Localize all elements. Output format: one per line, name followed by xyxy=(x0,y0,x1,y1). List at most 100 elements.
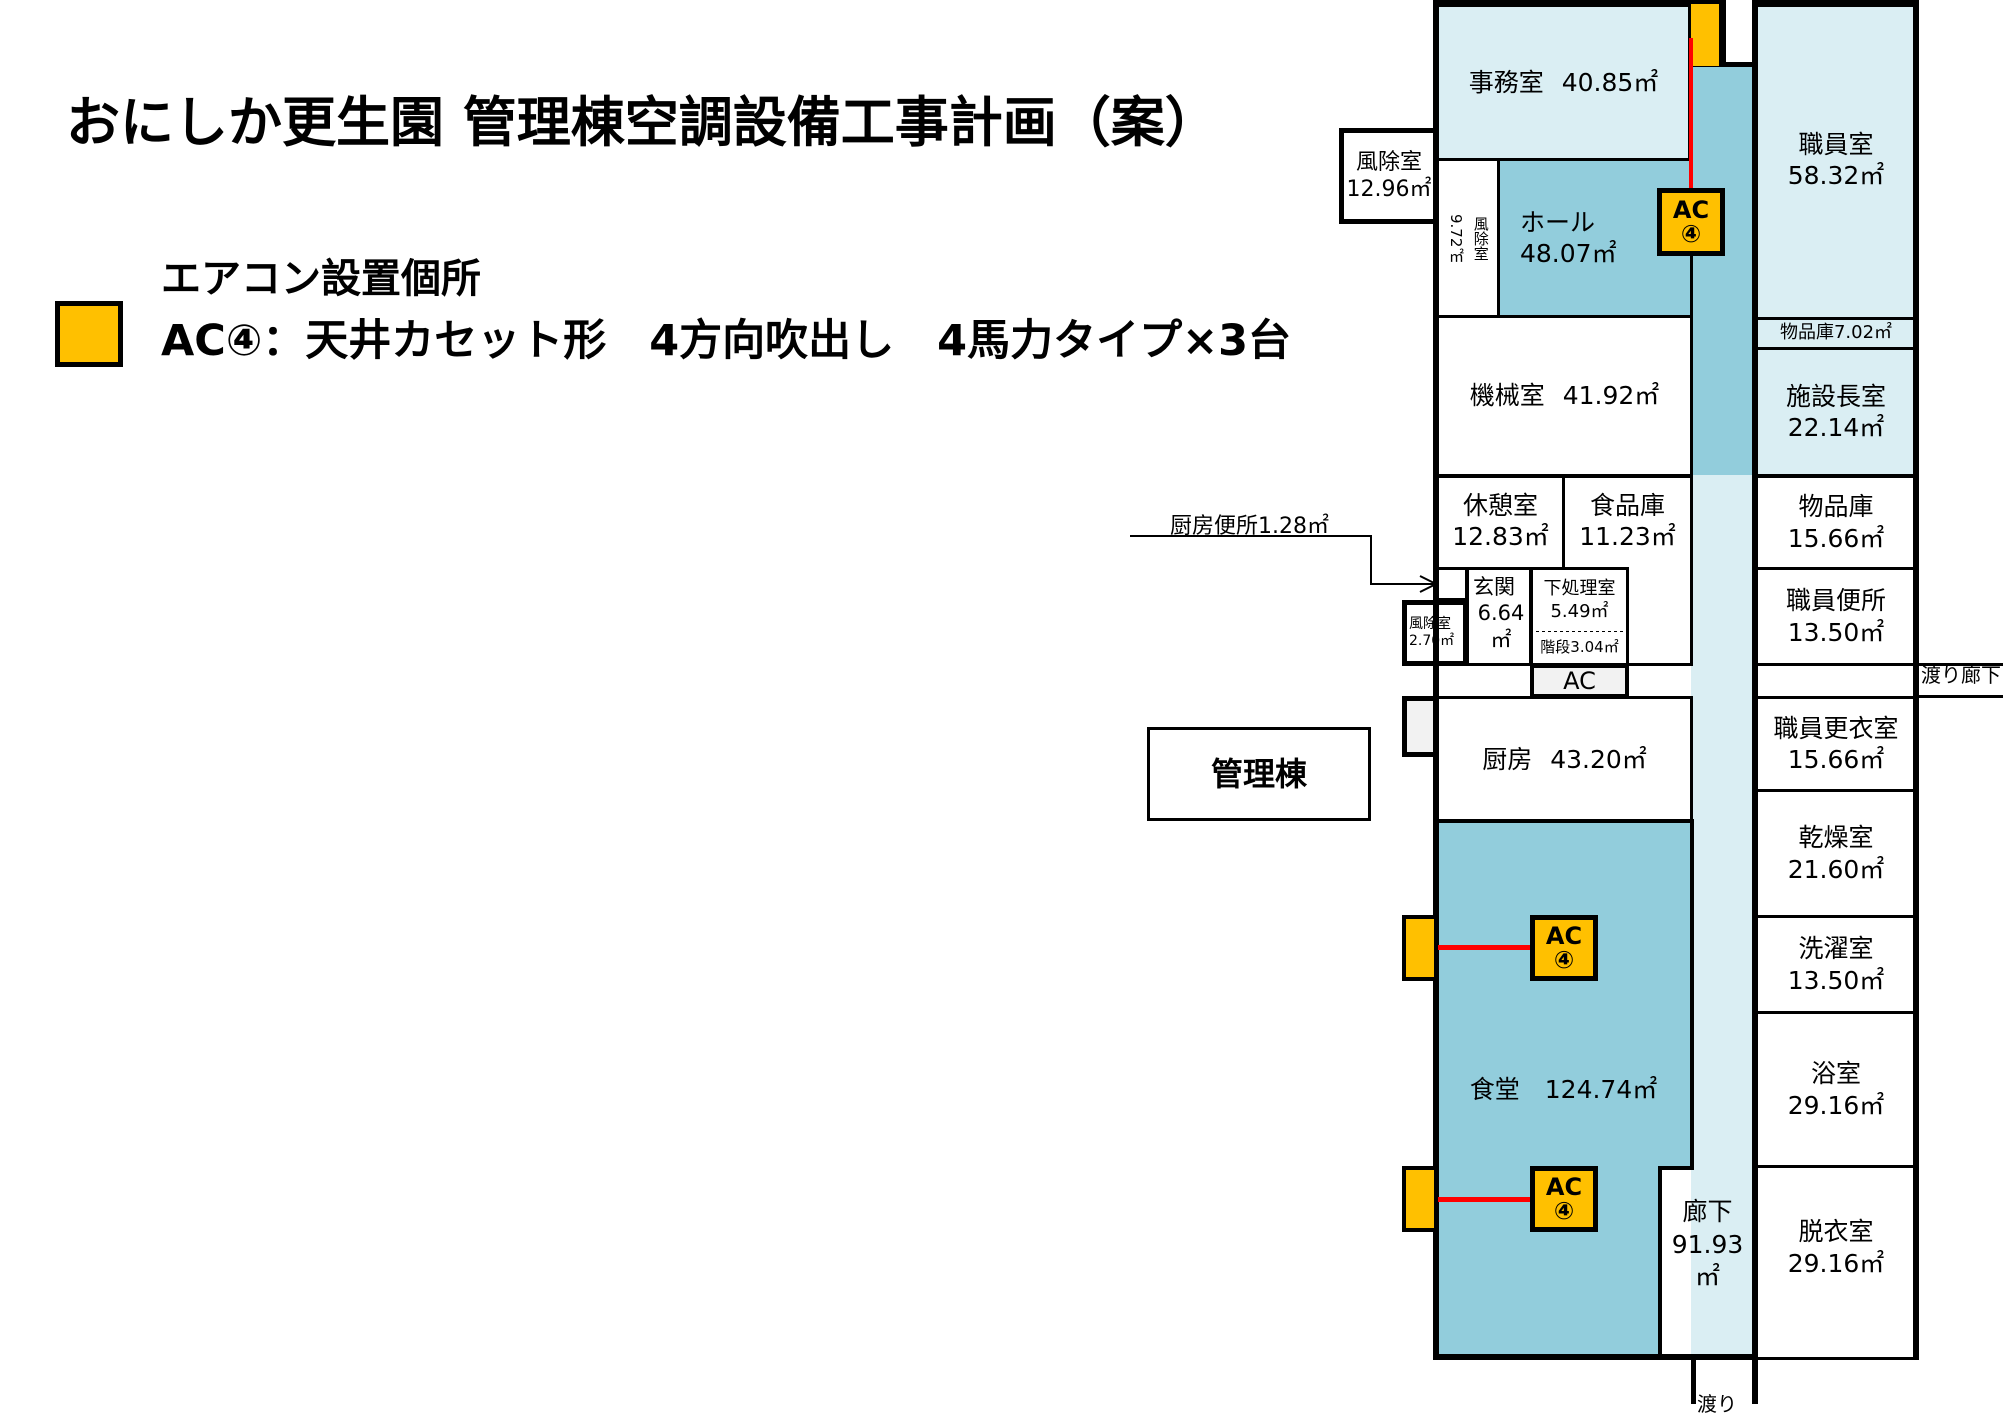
room-area: 40.85㎡ xyxy=(1561,67,1659,97)
corridor xyxy=(1691,475,1755,1357)
room-area: 29.16㎡ xyxy=(1787,1090,1885,1120)
building-label-text: 管理棟 xyxy=(1210,755,1307,793)
room-name: 下処理室 xyxy=(1543,578,1616,599)
outer-wall-top xyxy=(1433,0,1723,6)
room-name: 風除室 xyxy=(1471,215,1490,261)
room-area: 15.66㎡ xyxy=(1787,745,1885,774)
room-kaidan: 階段3.04㎡ xyxy=(1530,632,1629,666)
room-kikai: 機械室 41.92㎡ xyxy=(1436,315,1693,477)
room-label: 階段3.04㎡ xyxy=(1540,638,1619,657)
room-area: 124.74㎡ xyxy=(1544,1075,1658,1104)
wall-corridor-top xyxy=(1691,62,1755,67)
room-area: 43.20㎡ xyxy=(1550,744,1647,774)
ac-label-box: AC xyxy=(1530,664,1629,698)
room-area: 15.66㎡ xyxy=(1787,523,1885,553)
room-roka: 廊下 91.93㎡ xyxy=(1660,1196,1755,1294)
room-area: 6.64㎡ xyxy=(1477,601,1525,652)
room-area: 11.23㎡ xyxy=(1579,522,1676,552)
room-shokudo: 食堂 124.74㎡ xyxy=(1436,1070,1691,1106)
bridge-right: 渡り廊下 xyxy=(1916,663,2003,698)
outdoor-unit-2 xyxy=(1402,915,1438,981)
room-area: 21.60㎡ xyxy=(1787,854,1885,884)
room-name: 脱衣室 xyxy=(1798,1217,1874,1247)
outer-wall-right-top xyxy=(1752,0,1918,6)
outer-wall-right xyxy=(1913,0,1919,1360)
room-area: 2.70㎡ xyxy=(1409,633,1455,649)
exterior-box xyxy=(1402,696,1438,757)
room-chubo: 厨房 43.20㎡ xyxy=(1436,696,1693,823)
legend-item: AC④：天井カセット形 4方向吹出し 4馬力タイプ×3台 xyxy=(161,316,1292,366)
room-name: 玄関 xyxy=(1473,575,1515,599)
room-jimu: 事務室 40.85㎡ xyxy=(1436,4,1691,161)
refrigerant-pipe-2 xyxy=(1438,945,1532,950)
room-name: 機械室 xyxy=(1469,381,1545,411)
page-title: おにしか更生園 管理棟空調設備工事計画（案） xyxy=(66,91,1219,154)
room-area: 5.49㎡ xyxy=(1550,600,1609,622)
room-area: 13.50㎡ xyxy=(1787,965,1885,995)
room-name: 事務室 xyxy=(1468,67,1544,97)
room-name: 風除室 xyxy=(1355,149,1422,175)
ac-unit-label: AC xyxy=(1672,196,1710,224)
room-name: 浴室 xyxy=(1810,1059,1861,1089)
legend-heading: エアコン設置個所 xyxy=(161,256,481,302)
room-name: 食品庫 xyxy=(1589,491,1665,520)
room-name: 休憩室 xyxy=(1462,491,1538,520)
ac-unit-label: AC xyxy=(1545,922,1583,950)
ac-label: AC xyxy=(1563,667,1596,695)
callout-chubo-benjo: 厨房便所1.28㎡ xyxy=(1170,514,1329,539)
wall-corridor-left-top xyxy=(1720,0,1726,66)
room-area: 91.93㎡ xyxy=(1671,1229,1744,1292)
ac-unit-number: ④ xyxy=(1680,220,1702,248)
wall-bridge-left xyxy=(1691,1354,1696,1404)
room-area: 29.16㎡ xyxy=(1787,1248,1885,1278)
room-area: 41.92㎡ xyxy=(1562,381,1660,411)
refrigerant-pipe-1 xyxy=(1689,38,1693,190)
room-area: 12.83㎡ xyxy=(1452,522,1549,552)
room-name: 職員便所 xyxy=(1785,586,1886,616)
room-area: 22.14㎡ xyxy=(1787,413,1885,442)
ac-unit-number: ④ xyxy=(1553,1197,1575,1225)
outdoor-unit-3 xyxy=(1402,1166,1438,1232)
room-name: 洗濯室 xyxy=(1798,934,1874,964)
room-label: 物品庫7.02㎡ xyxy=(1779,322,1893,344)
callout-arrow-icon xyxy=(1130,535,1439,593)
room-area: 58.32㎡ xyxy=(1787,161,1885,191)
room-name: 風除室 xyxy=(1409,615,1451,632)
room-area: 9.72㎡ xyxy=(1447,213,1465,263)
bridge-label-bottom: 渡り xyxy=(1697,1392,1737,1416)
outdoor-unit-1 xyxy=(1691,0,1723,66)
building-label: 管理棟 xyxy=(1147,727,1371,821)
room-name: 廊下 xyxy=(1682,1197,1733,1226)
room-buppin-small: 物品庫7.02㎡ xyxy=(1755,317,1917,350)
room-name: 職員室 xyxy=(1798,130,1874,159)
room-name: 食堂 xyxy=(1469,1075,1520,1104)
bridge-label-right: 渡り廊下 xyxy=(1921,663,2001,687)
outer-wall-left xyxy=(1433,0,1439,1360)
ac-unit-number: ④ xyxy=(1553,946,1575,974)
outer-wall-bottom xyxy=(1433,1354,1758,1360)
room-name: 厨房 xyxy=(1482,744,1533,774)
refrigerant-pipe-3 xyxy=(1438,1197,1532,1202)
corridor-hvac xyxy=(1691,64,1755,475)
room-name: 職員更衣室 xyxy=(1773,713,1899,743)
ac-unit-label: AC xyxy=(1545,1173,1583,1201)
room-name: 乾燥室 xyxy=(1798,823,1874,853)
room-area: 13.50㎡ xyxy=(1787,617,1885,647)
room-name: ホール xyxy=(1520,207,1596,237)
room-area: 12.96㎡ xyxy=(1346,177,1432,202)
